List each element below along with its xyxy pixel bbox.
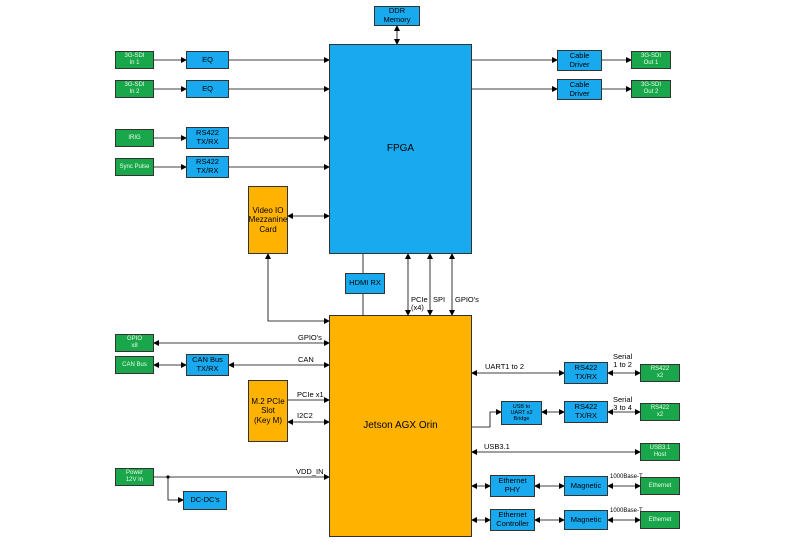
label-gpios-top: GPIO's — [455, 295, 479, 304]
eq1-block: EQ — [186, 51, 229, 69]
label-usb31: USB3.1 — [484, 442, 510, 451]
label-1000base-t-1: 1000Base-T — [610, 474, 643, 480]
rs422-txrx-b-block: RS422 TX/RX — [564, 401, 608, 423]
line-power-dcdc — [167, 477, 184, 503]
eq2-block: EQ — [186, 80, 229, 98]
jetson-agx-orin-block: Jetson AGX Orin — [329, 315, 472, 537]
label-1000base-t-2: 1000Base-T — [610, 508, 643, 514]
rs422-out2-block: RS422 x2 — [640, 403, 680, 421]
fpga-block: FPGA — [329, 44, 472, 254]
sdi-out1-block: 3G-SDI Out 1 — [631, 51, 671, 69]
sdi-out2-block: 3G-SDI Out 2 — [631, 80, 671, 98]
rs422-irig-block: RS422 TX/RX — [186, 127, 229, 149]
label-uart: UART1 to 2 — [485, 362, 525, 371]
ethernet-phy-block: Ethernet PHY — [490, 475, 535, 497]
sync-pulse-block: Sync Pulse — [115, 158, 154, 176]
power-12v-block: Power 12V In — [115, 468, 154, 486]
m2-pcie-slot-block: M.2 PCIe Slot (Key M) — [248, 380, 288, 442]
magnetic1-block: Magnetic — [564, 476, 608, 496]
ethernet2-block: Ethernet — [640, 511, 680, 529]
sdi-in2-block: 3G-SDI In 2 — [115, 80, 154, 98]
cable-driver2-block: Cable Driver — [557, 79, 602, 100]
label-vdd-in: VDD_IN — [296, 467, 324, 476]
label-can: CAN — [298, 355, 314, 364]
sdi-in1-block: 3G-SDI In 1 — [115, 51, 154, 69]
label-pcie-x1: PCIe x1 — [297, 390, 324, 399]
usb31-host-block: USB3.1 Host — [640, 443, 680, 461]
video-io-mezzanine-block: Video IO Mezzanine Card — [248, 186, 288, 254]
line-videoio-jetson — [265, 253, 330, 324]
usb-uart-bridge-block: USB to UART x2 Bridge — [501, 401, 542, 425]
label-serial-1-2: Serial 1 to 2 — [613, 352, 633, 370]
rs422-txrx-a-block: RS422 TX/RX — [564, 362, 608, 384]
label-gpios-left: GPIO's — [298, 333, 322, 342]
label-serial-3-4: Serial 3 to 4 — [613, 395, 633, 413]
irig-block: IRIG — [115, 129, 154, 147]
rs422-sync-block: RS422 TX/RX — [186, 156, 229, 178]
label-spi: SPI — [433, 295, 446, 304]
dc-dc-block: DC-DC's — [183, 491, 227, 510]
ddr-memory-block: DDR Memory — [374, 6, 420, 26]
label-i2c2: I2C2 — [297, 411, 313, 420]
ethernet1-block: Ethernet — [640, 477, 680, 495]
rs422-out1-block: RS422 x2 — [640, 364, 680, 382]
can-txrx-block: CAN Bus TX/RX — [186, 354, 229, 376]
can-bus-block: CAN Bus — [115, 356, 154, 374]
hdmi-rx-block: HDMI RX — [345, 273, 385, 294]
magnetic2-block: Magnetic — [564, 510, 608, 530]
label-pcie-x4: PCIe (x4) — [411, 295, 428, 313]
line-usb-bridge — [472, 409, 502, 428]
gpio-x8-block: GPIO x8 — [115, 334, 154, 352]
ethernet-controller-block: Ethernet Controller — [490, 509, 535, 531]
junction-dot — [166, 475, 170, 479]
cable-driver1-block: Cable Driver — [557, 50, 602, 71]
